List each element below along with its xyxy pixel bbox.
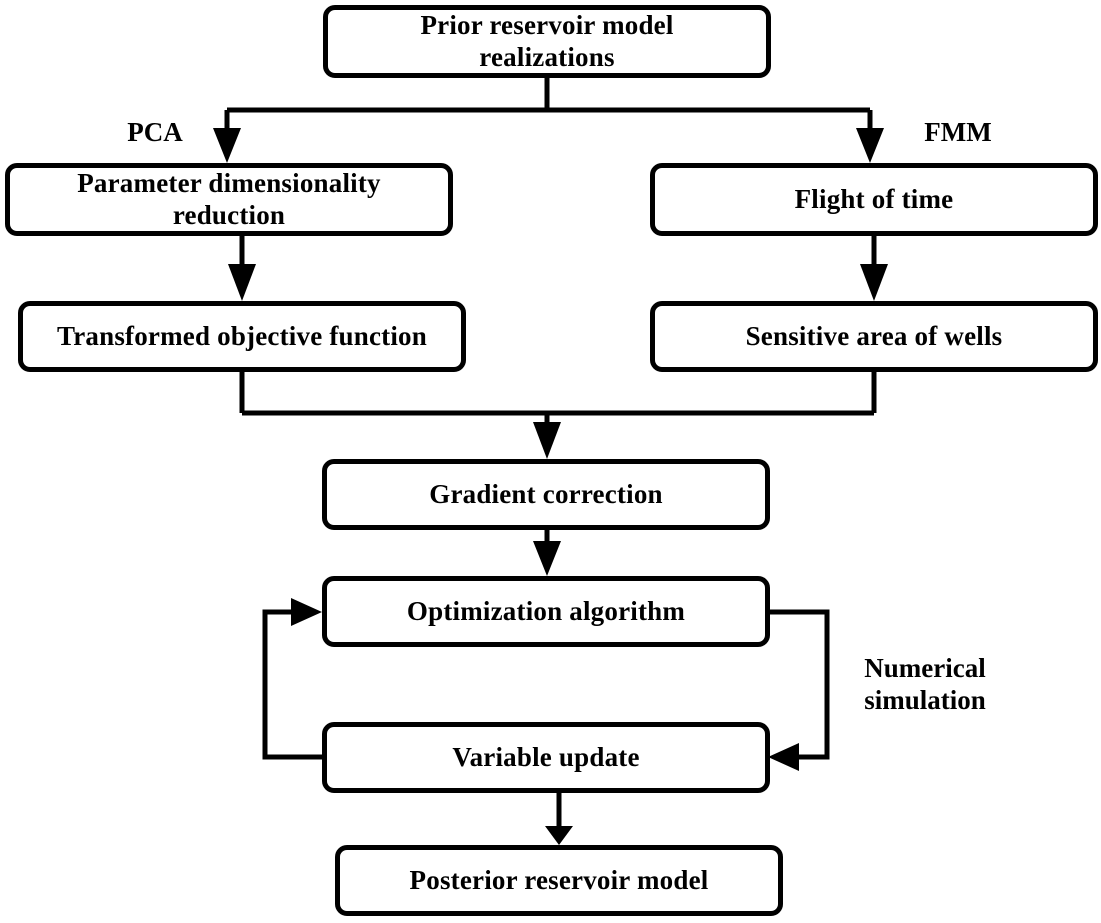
- node-prior-label: Prior reservoir model realizations: [420, 9, 674, 72]
- arrowhead-to-flight-time: [856, 128, 884, 163]
- node-optimization-algorithm[interactable]: Optimization algorithm: [322, 576, 770, 647]
- edge-optimization-variable-loop: [770, 609, 830, 760]
- node-optimization-label: Optimization algorithm: [406, 595, 686, 626]
- edge-label-numerical-simulation: Numerical simulation: [864, 653, 986, 716]
- edge-label-fmm: FMM: [924, 117, 992, 147]
- node-gradient-correction[interactable]: Gradient correction: [322, 459, 770, 530]
- node-sensitive-area-of-wells[interactable]: Sensitive area of wells: [650, 301, 1098, 372]
- node-transformed-label: Transformed objective function: [57, 320, 427, 351]
- node-gradient-label: Gradient correction: [429, 478, 663, 509]
- arrowhead-to-transformed: [228, 264, 256, 301]
- arrowhead-to-posterior: [545, 826, 573, 845]
- arrowhead-to-variable: [768, 743, 799, 771]
- node-variable-update[interactable]: Variable update: [322, 722, 770, 793]
- node-param-reduce-label: Parameter dimensionality reduction: [77, 167, 381, 230]
- node-variable-label: Variable update: [452, 741, 640, 772]
- node-posterior-label: Posterior reservoir model: [409, 864, 709, 895]
- node-flight-time-label: Flight of time: [794, 183, 954, 214]
- node-flight-of-time[interactable]: Flight of time: [650, 163, 1098, 236]
- node-parameter-dimensionality-reduction[interactable]: Parameter dimensionality reduction: [5, 163, 453, 236]
- edge-label-pca: PCA: [127, 117, 183, 147]
- node-transformed-objective-function[interactable]: Transformed objective function: [18, 301, 466, 372]
- edge-variable-optimization-loop: [262, 609, 322, 760]
- node-prior-reservoir-model-realizations[interactable]: Prior reservoir model realizations: [323, 5, 771, 78]
- arrowhead-to-sensitive: [860, 264, 888, 301]
- node-sensitive-label: Sensitive area of wells: [745, 320, 1003, 351]
- arrowhead-to-optimization-loop: [291, 598, 322, 626]
- arrowhead-to-param-reduce: [213, 128, 241, 163]
- arrowhead-to-optimization: [533, 541, 561, 576]
- arrowhead-to-gradient: [533, 422, 561, 459]
- node-posterior-reservoir-model[interactable]: Posterior reservoir model: [335, 845, 783, 916]
